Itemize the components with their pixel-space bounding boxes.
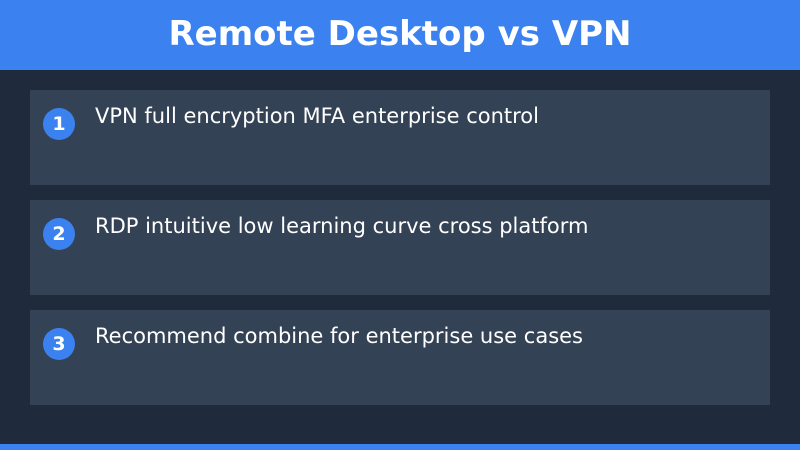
list-item-text: RDP intuitive low learning curve cross p… — [95, 214, 589, 238]
list-item-text: VPN full encryption MFA enterprise contr… — [95, 104, 539, 128]
list-item-text: Recommend combine for enterprise use cas… — [95, 324, 583, 348]
list-item: 3 Recommend combine for enterprise use c… — [30, 310, 770, 405]
list-item: 1 VPN full encryption MFA enterprise con… — [30, 90, 770, 185]
number-badge: 1 — [43, 108, 75, 140]
number-badge: 3 — [43, 328, 75, 360]
page-title: Remote Desktop vs VPN — [168, 14, 632, 54]
number-badge: 2 — [43, 218, 75, 250]
header-bar: Remote Desktop vs VPN — [0, 0, 800, 70]
footer-accent-bar — [0, 444, 800, 450]
list-item: 2 RDP intuitive low learning curve cross… — [30, 200, 770, 295]
